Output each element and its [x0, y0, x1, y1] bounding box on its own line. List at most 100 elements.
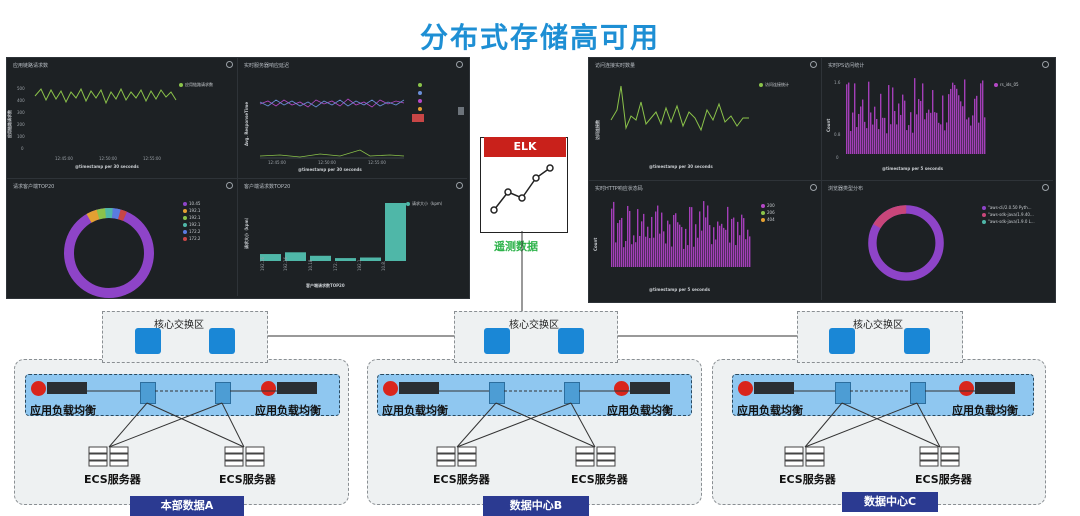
histogram-bar [673, 214, 675, 267]
histogram-bar [663, 231, 665, 267]
histogram-bar [637, 209, 639, 267]
load-balancer-device [277, 382, 317, 394]
histogram-bar [733, 217, 735, 267]
histogram-bar [976, 95, 978, 154]
panel-title: 浏览器类型分布 [828, 186, 864, 192]
gear-icon[interactable] [810, 61, 817, 68]
load-balancer-device [630, 382, 670, 394]
load-balancer-device [975, 382, 1015, 394]
legend-item: "aws-sdk-java/1.9.40... [982, 212, 1034, 217]
histogram-bar [717, 221, 719, 267]
server-rack-icon [919, 446, 960, 467]
histogram-bar [691, 207, 693, 267]
core-switch-zone-a [102, 311, 268, 363]
histogram-bar [924, 119, 926, 154]
lb-label: 应用负载均衡 [255, 404, 321, 417]
server-label: ECS服务器 [84, 473, 141, 486]
histogram-bar [721, 223, 723, 267]
site-badge: 数据中心B [483, 496, 589, 516]
histogram-bar [908, 125, 910, 154]
legend-selected-swatch[interactable] [412, 114, 424, 122]
gear-icon[interactable] [810, 184, 817, 191]
legend-item: 172.2 [183, 229, 200, 234]
load-balancer-device [399, 382, 439, 394]
legend-item: 应用链路请求数 [179, 82, 213, 88]
x-tick: 12:55:00 [368, 160, 386, 165]
load-balancer-device [47, 382, 87, 394]
legend-item: 10.45 [183, 201, 200, 206]
legend-item: 200 [761, 203, 775, 208]
legend-item: 172.2 [183, 236, 200, 241]
panel-app-requests: 应用链路请求数 应用链路请求数 500 400 300 200 100 0 应用… [7, 58, 238, 179]
histogram-bar [729, 242, 731, 267]
y-axis-label: Avg. ResponseTime [244, 101, 249, 146]
core-switch-zone-b [454, 311, 618, 363]
histogram-bar [922, 83, 924, 154]
histogram-bar [936, 112, 938, 154]
histogram-bar [940, 124, 942, 154]
histogram-bar [629, 210, 631, 267]
server-label: ECS服务器 [779, 473, 836, 486]
core-switch-icon [209, 328, 235, 354]
x-axis-label: @timestamp per 30 seconds [649, 164, 713, 169]
legend-item: 请求大小（kpm） [406, 201, 445, 207]
panel-title: 请求客户端TOP20 [13, 184, 55, 190]
histogram-bar [876, 119, 878, 154]
y-tick: 300 [17, 110, 25, 115]
histogram-bar [699, 211, 701, 267]
histogram-bar [727, 206, 729, 267]
x-axis-label: 客户端请求数TOP20 [306, 283, 345, 288]
histogram-bar [972, 115, 974, 154]
legend-item [418, 82, 424, 87]
histogram-bar [882, 117, 884, 154]
panel-title: 访问连接实时数量 [595, 63, 636, 69]
histogram-bar [962, 106, 964, 154]
panel-title: 客户端请求数TOP20 [244, 184, 291, 190]
gear-icon[interactable] [456, 61, 463, 68]
histogram-bar [900, 114, 902, 154]
gear-icon[interactable] [1042, 61, 1049, 68]
histogram-bar [982, 80, 984, 154]
lb-label: 应用负载均衡 [737, 404, 803, 417]
x-tick: 12:45:00 [55, 156, 73, 161]
histogram-bar [611, 208, 613, 267]
gear-icon[interactable] [226, 61, 233, 68]
histogram-bar [713, 227, 715, 267]
histogram-bar [948, 94, 950, 154]
histogram-bar [693, 246, 695, 267]
histogram-bar [954, 85, 956, 154]
page-title: 分布式存储高可用 [419, 21, 660, 54]
x-axis-label: @timestamp per 5 seconds [882, 166, 944, 171]
load-balancer-icon [959, 381, 974, 396]
histogram-bar [681, 227, 683, 267]
gear-icon[interactable] [456, 182, 463, 189]
donut-chart [64, 207, 154, 298]
scroll-handle[interactable] [458, 107, 464, 115]
y-tick: 0.8 [834, 132, 841, 137]
y-tick: 500 [17, 86, 25, 91]
histogram-bar [980, 83, 982, 154]
histogram-bar [890, 124, 892, 154]
server-rack-icon [224, 446, 265, 467]
histogram-bar [677, 222, 679, 267]
histogram-bar [938, 122, 940, 154]
bar [310, 255, 331, 261]
histogram-bar [932, 90, 934, 154]
gear-icon[interactable] [1042, 184, 1049, 191]
histogram-bar [743, 218, 745, 267]
histogram-bar [898, 103, 900, 154]
histogram-bar [643, 213, 645, 267]
histogram-bar [846, 84, 848, 154]
x-tick: 10.18 [308, 259, 313, 271]
gear-icon[interactable] [226, 182, 233, 189]
load-balancer-icon [738, 381, 753, 396]
legend-item [418, 90, 424, 95]
histogram-bar [723, 227, 725, 267]
legend-item: 访问连接统计 [759, 82, 789, 88]
histogram-bar [703, 201, 705, 267]
histogram-bar [856, 127, 858, 154]
histogram-bar [956, 88, 958, 154]
legend-item: 206 [761, 210, 775, 215]
histogram-bar [683, 248, 685, 267]
histogram-bar [968, 117, 970, 154]
